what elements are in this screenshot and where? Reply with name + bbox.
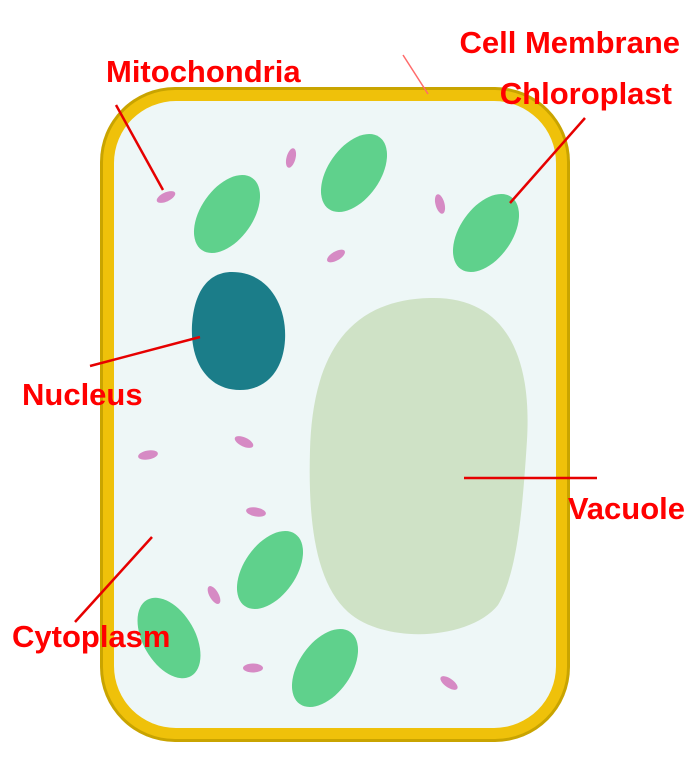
leader-lines — [74, 54, 597, 623]
chloroplast — [291, 628, 359, 708]
cytoplasm-leader — [74, 536, 153, 623]
chloroplast — [137, 597, 201, 679]
cell-membrane-leader — [402, 54, 429, 95]
mitochondria-leader — [114, 104, 165, 191]
mitochondrion — [246, 507, 266, 517]
cytoplasm-label: Cytoplasm — [12, 619, 170, 654]
chloroplast — [193, 174, 261, 254]
chloroplast-label: Chloroplast — [500, 76, 672, 111]
nucleus-label: Nucleus — [22, 377, 143, 412]
chloroplast-leader — [509, 117, 586, 204]
nucleus-leader — [89, 335, 201, 368]
mitochondrion — [434, 194, 446, 214]
mitochondria-label: Mitochondria — [106, 54, 301, 89]
chloroplast — [452, 193, 520, 273]
mitochondrion — [327, 249, 345, 263]
cell-membrane-label: Cell Membrane — [459, 25, 680, 60]
mitochondrion — [138, 450, 158, 460]
mitochondrion — [285, 148, 297, 168]
chloroplasts — [137, 133, 520, 708]
vacuole-label: Vacuole — [568, 491, 685, 526]
mitochondria — [138, 148, 458, 690]
chloroplast — [236, 530, 304, 610]
mitochondrion — [156, 191, 176, 203]
mitochondrion — [440, 676, 458, 690]
chloroplast — [320, 133, 388, 213]
labels: Cell Membrane Mitochondria Chloroplast N… — [12, 25, 685, 654]
vacuole — [309, 297, 528, 635]
nucleus — [191, 272, 286, 390]
mitochondrion — [207, 586, 221, 604]
mitochondrion — [243, 663, 263, 673]
mitochondrion — [234, 436, 254, 448]
